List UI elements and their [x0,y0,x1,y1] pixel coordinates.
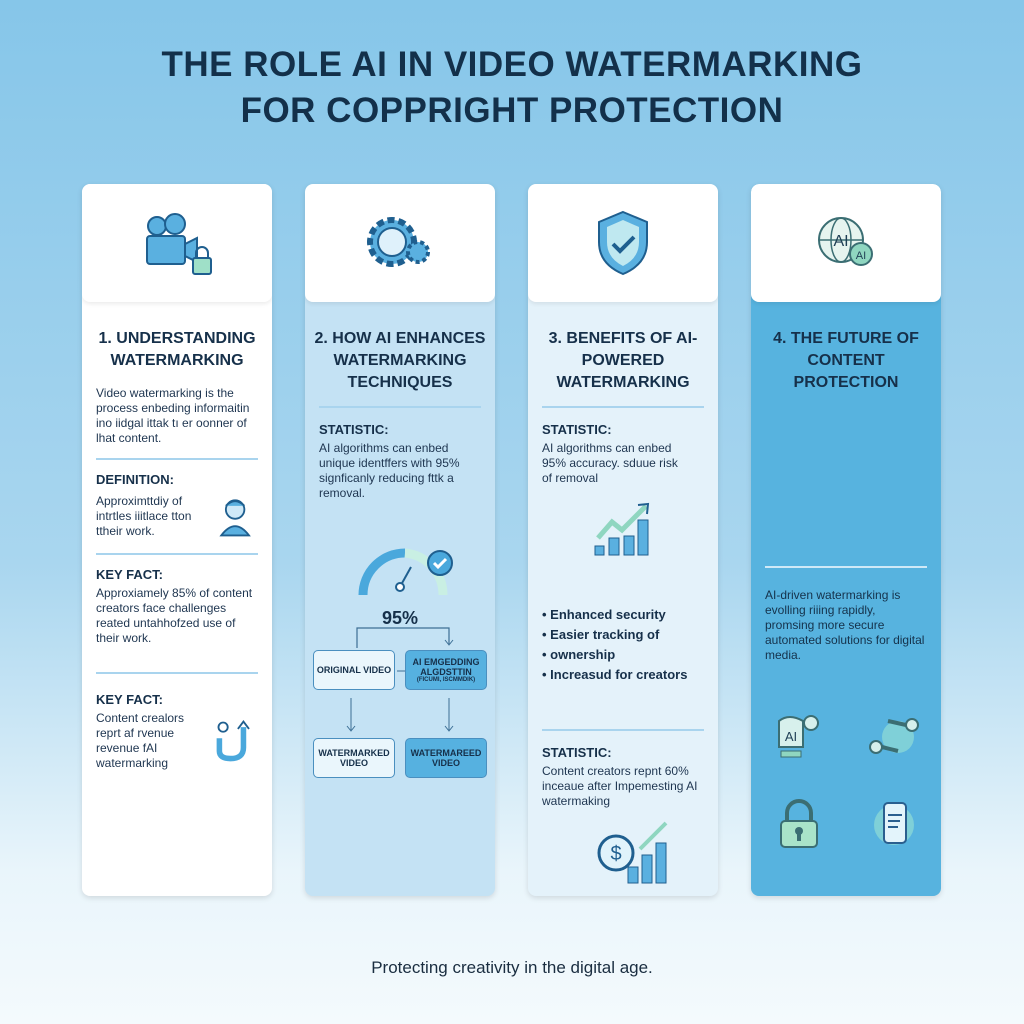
section-text: AI-driven watermarking is evolling riiin… [765,588,925,662]
ai-robot-icon: AI [777,715,819,758]
section-label: KEY FACT: [96,567,163,582]
card-how-ai-enhances: 2. HOW AI ENHANCES WATERMARKING TECHNIQU… [305,184,495,896]
card-icon-area [305,184,495,302]
shield-check-icon [598,210,648,276]
section-text: Approximttdiy of intrtles iiitlace tton … [96,493,192,538]
page-title: THE ROLE AI IN VIDEO WATERMARKING FOR COP… [0,42,1024,134]
badge-ai-label: AI [856,250,866,262]
list-item: Increasud for creators [542,665,704,685]
flow-watermarked-video: WATERMARKED VIDEO [313,738,395,778]
section-label: DEFINITION: [96,472,174,487]
section-text: Content creators repnt 60% inceaue after… [542,764,698,808]
box-sublabel: (FICUMI, ISCMMDIK) [416,677,476,683]
card-understanding: 1. UNDERSTANDING WATERMARKING Video wate… [82,184,272,896]
box-label: ORIGINAL VIDEO [316,665,392,675]
box-label: WATERMAREED VIDEO [410,748,482,768]
divider [96,553,258,555]
growth-chart-icon [594,502,650,556]
card-intro: Video watermarking is the process enbedi… [96,386,250,445]
title-line-1: THE ROLE AI IN VIDEO WATERMARKING [161,45,863,84]
divider [542,729,704,731]
section-text: AI algorithms can enbed 95% accuracy. sd… [542,441,678,485]
card-benefits: 3. BENEFITS OF AI-POWERED WATERMARKING S… [528,184,718,896]
card-heading: 1. UNDERSTANDING WATERMARKING [98,330,256,369]
section-label: KEY FACT: [96,692,163,707]
list-item: Easier tracking of [542,625,704,645]
person-icon [219,499,251,537]
flow-ai-algorithm: AI EMGEDDING ALGDSTTIN(FICUMI, ISCMMDIK) [405,650,487,690]
svg-text:$: $ [610,843,621,865]
flow-original-video: ORIGINAL VIDEO [313,650,395,690]
card-icon-area [528,184,718,302]
card-heading: 3. BENEFITS OF AI-POWERED WATERMARKING [548,330,698,391]
future-icons: AI [751,709,941,851]
flow-watermarked-video-2: WATERMAREED VIDEO [405,738,487,778]
title-line-2: FOR COPPRIGHT PROTECTION [240,91,784,130]
gauge-value: 95% [381,608,419,628]
benefits-list: Enhanced security Easier tracking of own… [542,605,704,685]
robot-ai-label: AI [784,729,796,744]
box-label: WATERMARKED VIDEO [318,748,390,768]
card-future: AI AI 4. THE FUTURE OF CONTENT PROTECTION… [751,184,941,896]
padlock-icon [779,799,818,848]
list-item: ownership [542,645,704,665]
flow-connectors [346,627,454,732]
divider [96,672,258,674]
smartphone-icon [873,802,914,845]
video-camera-lock-icon [146,213,212,275]
box-label: AI EMGEDDING ALGDSTTIN [412,657,480,677]
accuracy-gauge [358,548,453,596]
ai-globe-icon: AI AI [818,217,873,266]
section-text: AI algorithms can enbed unique identffer… [319,441,460,500]
globe-ai-label: AI [833,233,848,250]
divider [96,458,258,460]
section-label: STATISTIC: [319,422,389,437]
card-heading: 4. THE FUTURE OF CONTENT PROTECTION [773,330,919,391]
card-heading: 2. HOW AI ENHANCES WATERMARKING TECHNIQU… [314,330,486,391]
card-icon-area [82,184,272,302]
divider [765,566,927,568]
gear-brain-icon [367,217,430,267]
section-label: STATISTIC: [542,745,612,760]
footer-tagline: Protecting creativity in the digital age… [371,958,653,977]
card-icon-area: AI AI [751,184,941,302]
section-text: Approxiamely 85% of content creators fac… [96,586,253,645]
revenue-growth-icon: $ [597,821,668,884]
list-item: Enhanced security [542,605,704,625]
robotic-arm-icon [868,718,919,754]
section-label: STATISTIC: [542,422,612,437]
divider [319,406,481,408]
section-text: Content crealors reprt af rvenue revenue… [96,711,185,770]
growth-person-icon [216,720,250,762]
divider [542,406,704,408]
